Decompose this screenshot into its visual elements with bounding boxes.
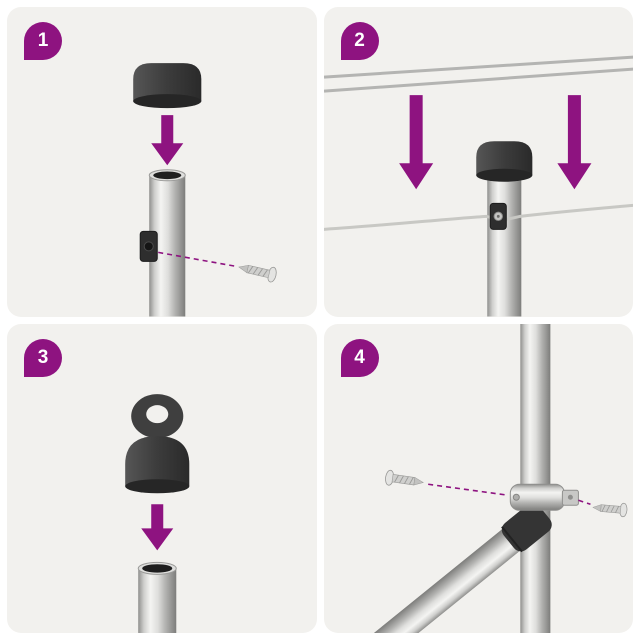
arrow-down-icon xyxy=(141,503,174,550)
step-panel-2: 2 xyxy=(323,7,633,317)
step-1-illustration xyxy=(133,63,279,317)
guide-wire xyxy=(323,203,633,231)
step-number: 1 xyxy=(37,30,49,51)
pole xyxy=(137,561,177,633)
upright-pole xyxy=(519,323,550,633)
pole xyxy=(486,175,521,317)
screw-guide-dashed-line xyxy=(577,499,591,505)
step-badge: 3 xyxy=(24,338,62,377)
arrow-down-icon xyxy=(556,95,591,190)
eyelet-cap xyxy=(125,393,190,493)
step-panel-3: 3 xyxy=(7,323,317,633)
diagonal-pole xyxy=(361,502,552,633)
eyelet-hole xyxy=(146,404,169,423)
step-badge: 2 xyxy=(340,22,379,60)
step-panel-4: 4 xyxy=(323,323,633,633)
screw-guide-dashed-line xyxy=(427,482,508,496)
end-cap xyxy=(475,141,532,182)
screw xyxy=(591,499,628,517)
screw xyxy=(383,468,425,490)
line-clip xyxy=(139,230,158,262)
step-badge: 4 xyxy=(340,338,379,377)
clamp-bolt xyxy=(512,493,520,501)
end-cap xyxy=(133,63,202,109)
arrow-down-icon xyxy=(151,115,184,166)
step-3-illustration xyxy=(125,393,190,633)
step-badge: 1 xyxy=(24,22,62,60)
step-panel-1: 1 xyxy=(7,7,317,317)
screw-guide-dashed-line xyxy=(158,251,237,268)
drying-lines xyxy=(323,55,633,93)
clamp xyxy=(509,483,579,511)
arrow-down-icon xyxy=(398,95,433,190)
step-number: 3 xyxy=(37,346,49,368)
step-number: 4 xyxy=(354,346,365,368)
line-clip xyxy=(489,202,507,230)
pole-connector xyxy=(501,502,552,551)
step-2-illustration xyxy=(323,55,633,317)
step-number: 2 xyxy=(354,30,365,51)
bolt-hole xyxy=(567,494,573,500)
step-4-illustration xyxy=(361,323,628,633)
screw xyxy=(236,259,279,284)
